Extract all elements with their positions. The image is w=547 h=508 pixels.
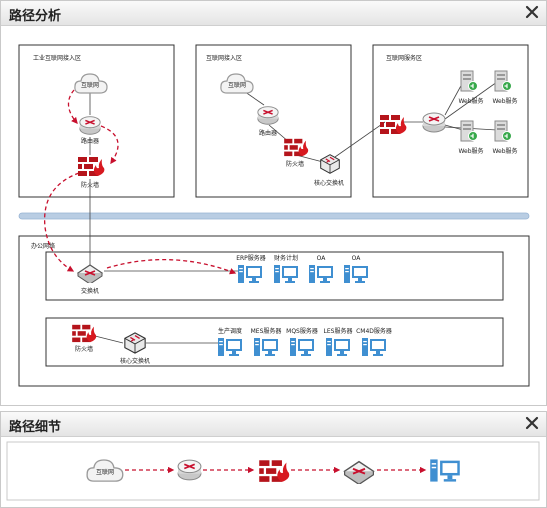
office-switch-label: 交换机 — [81, 287, 99, 295]
ind-cloud-label: 互联网 — [81, 81, 99, 89]
srv-mqs-label: MQS服务器 — [286, 327, 318, 335]
path-detail-flow: 互联网 — [6, 441, 540, 501]
prod-firewall-label: 防火墙 — [75, 345, 93, 353]
path-detail-panel: 路径细节 互联网 — [0, 411, 547, 508]
srv-les-label: LES服务器 — [324, 327, 353, 335]
inet-router-icon[interactable] — [257, 105, 279, 125]
path-analysis-panel: 路径分析 — [0, 0, 547, 406]
zone-internet-service-label: 互联网服务区 — [386, 54, 422, 62]
detail-core-switch-icon[interactable] — [343, 460, 375, 485]
ind-router-label: 路由器 — [81, 137, 99, 145]
detail-server-icon[interactable] — [430, 459, 460, 482]
inet-router-label: 路由器 — [259, 129, 277, 137]
web-server-4-label: Web服务 — [492, 147, 517, 155]
path-analysis-close-icon[interactable] — [524, 4, 540, 20]
detail-router-icon[interactable] — [177, 459, 202, 481]
path-detail-close-icon[interactable] — [524, 415, 540, 431]
prod-core-switch-label: 核心交换机 — [120, 357, 150, 365]
zone-internet-access-label: 互联网接入区 — [206, 54, 242, 62]
srv-erp-label: ERP服务器 — [236, 254, 266, 262]
svc-router-icon[interactable] — [422, 112, 446, 133]
detail-cloud-label: 互联网 — [96, 468, 114, 476]
path-analysis-title: 路径分析 — [9, 9, 62, 24]
detail-firewall-icon[interactable] — [259, 460, 290, 482]
srv-fin-label: 财务计划 — [274, 254, 298, 262]
analysis-path — [43, 84, 237, 275]
path-detail-header: 路径细节 — [1, 412, 546, 437]
zone-industrial-access-label: 工业互联网接入区 — [33, 54, 81, 62]
inet-cloud-label: 互联网 — [228, 81, 246, 89]
path-detail-title: 路径细节 — [9, 420, 62, 435]
srv-cm4d-label: CM4D服务器 — [356, 327, 392, 335]
path-detail-frame — [6, 441, 540, 501]
srv-prod-label: 生产调度 — [218, 327, 242, 335]
path-analysis-header: 路径分析 — [1, 1, 546, 26]
ind-router-icon[interactable] — [79, 115, 101, 135]
srv-oa2-label: OA — [352, 255, 362, 262]
inet-firewall-label: 防火墙 — [286, 160, 304, 168]
network-topology: 工业互联网接入区 互联网接入区 互联网服务区 办公网络 — [18, 44, 530, 387]
web-server-3-label: Web服务 — [458, 147, 483, 155]
ind-firewall-label: 防火墙 — [81, 181, 99, 189]
web-server-2-label: Web服务 — [492, 97, 517, 105]
srv-oa1-label: OA — [317, 255, 327, 262]
inet-core-switch-label: 核心交换机 — [314, 179, 344, 187]
zone-office-label: 办公网络 — [31, 242, 55, 250]
network-backbone — [18, 212, 530, 220]
web-server-1-label: Web服务 — [458, 97, 483, 105]
srv-mes-label: MES服务器 — [251, 327, 282, 335]
